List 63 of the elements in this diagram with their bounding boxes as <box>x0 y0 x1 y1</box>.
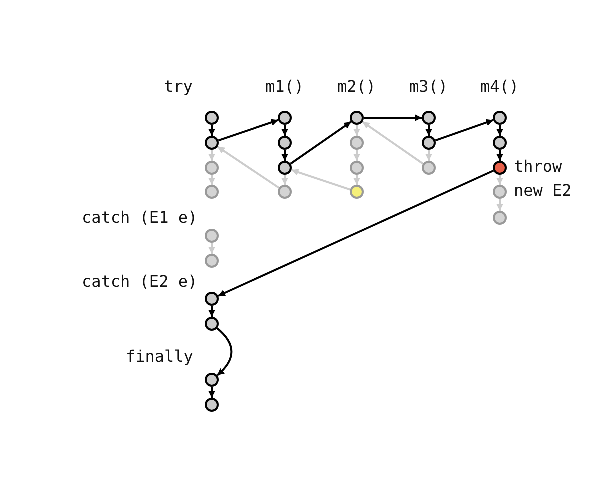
circle-node <box>493 161 507 175</box>
arrow <box>282 125 288 136</box>
arrow <box>354 150 360 161</box>
arrow <box>208 306 216 317</box>
arrow <box>362 121 424 165</box>
circle-node <box>493 211 507 225</box>
circle-node <box>350 136 364 150</box>
section-label: m4() <box>480 77 520 97</box>
arrow <box>291 169 351 191</box>
section-label: m2() <box>338 77 376 97</box>
arrow <box>364 114 422 122</box>
arrow <box>496 150 504 161</box>
section-label: m1() <box>266 77 304 97</box>
circle-node <box>493 185 507 199</box>
circle-node <box>422 136 436 150</box>
node-caption: new E2 <box>514 181 572 201</box>
circle-node <box>278 161 292 175</box>
arrow <box>216 328 233 376</box>
circle-node <box>205 111 219 125</box>
arrow <box>218 119 279 142</box>
circle-node <box>493 136 507 150</box>
arrow <box>218 170 494 298</box>
arrow <box>426 150 432 161</box>
arrow <box>496 125 504 136</box>
arrow <box>208 125 216 136</box>
arrow <box>282 150 288 161</box>
circle-node <box>205 185 219 199</box>
circle-node <box>422 111 436 125</box>
circle-node <box>350 161 364 175</box>
circle-node <box>205 373 219 387</box>
circle-node <box>278 185 292 199</box>
circle-node <box>205 398 219 412</box>
arrow <box>290 121 352 165</box>
circle-node <box>278 136 292 150</box>
arrow <box>496 199 504 211</box>
circle-node <box>205 317 219 331</box>
node-caption: throw <box>514 157 562 177</box>
section-label: finally <box>126 347 194 367</box>
arrow <box>208 243 216 254</box>
arrow <box>426 125 432 136</box>
circle-node <box>205 254 219 268</box>
section-label: catch (E1 e) <box>82 208 198 228</box>
arrow <box>354 175 360 185</box>
section-label: try <box>164 77 193 97</box>
circle-node <box>493 111 507 125</box>
arrow <box>208 387 216 398</box>
section-label: catch (E2 e) <box>82 272 198 292</box>
arrow <box>496 175 504 185</box>
circle-node <box>205 229 219 243</box>
circle-node <box>205 136 219 150</box>
circle-node <box>350 185 364 199</box>
arrow <box>208 150 216 161</box>
circle-node <box>422 161 436 175</box>
circle-node <box>350 111 364 125</box>
arrow <box>282 175 288 185</box>
section-label: m3() <box>410 77 448 97</box>
arrow <box>208 175 216 185</box>
arrow <box>354 125 360 136</box>
circle-node <box>205 161 219 175</box>
circle-node <box>205 292 219 306</box>
arrow <box>435 119 494 142</box>
arrow <box>217 146 280 189</box>
circle-node <box>278 111 292 125</box>
